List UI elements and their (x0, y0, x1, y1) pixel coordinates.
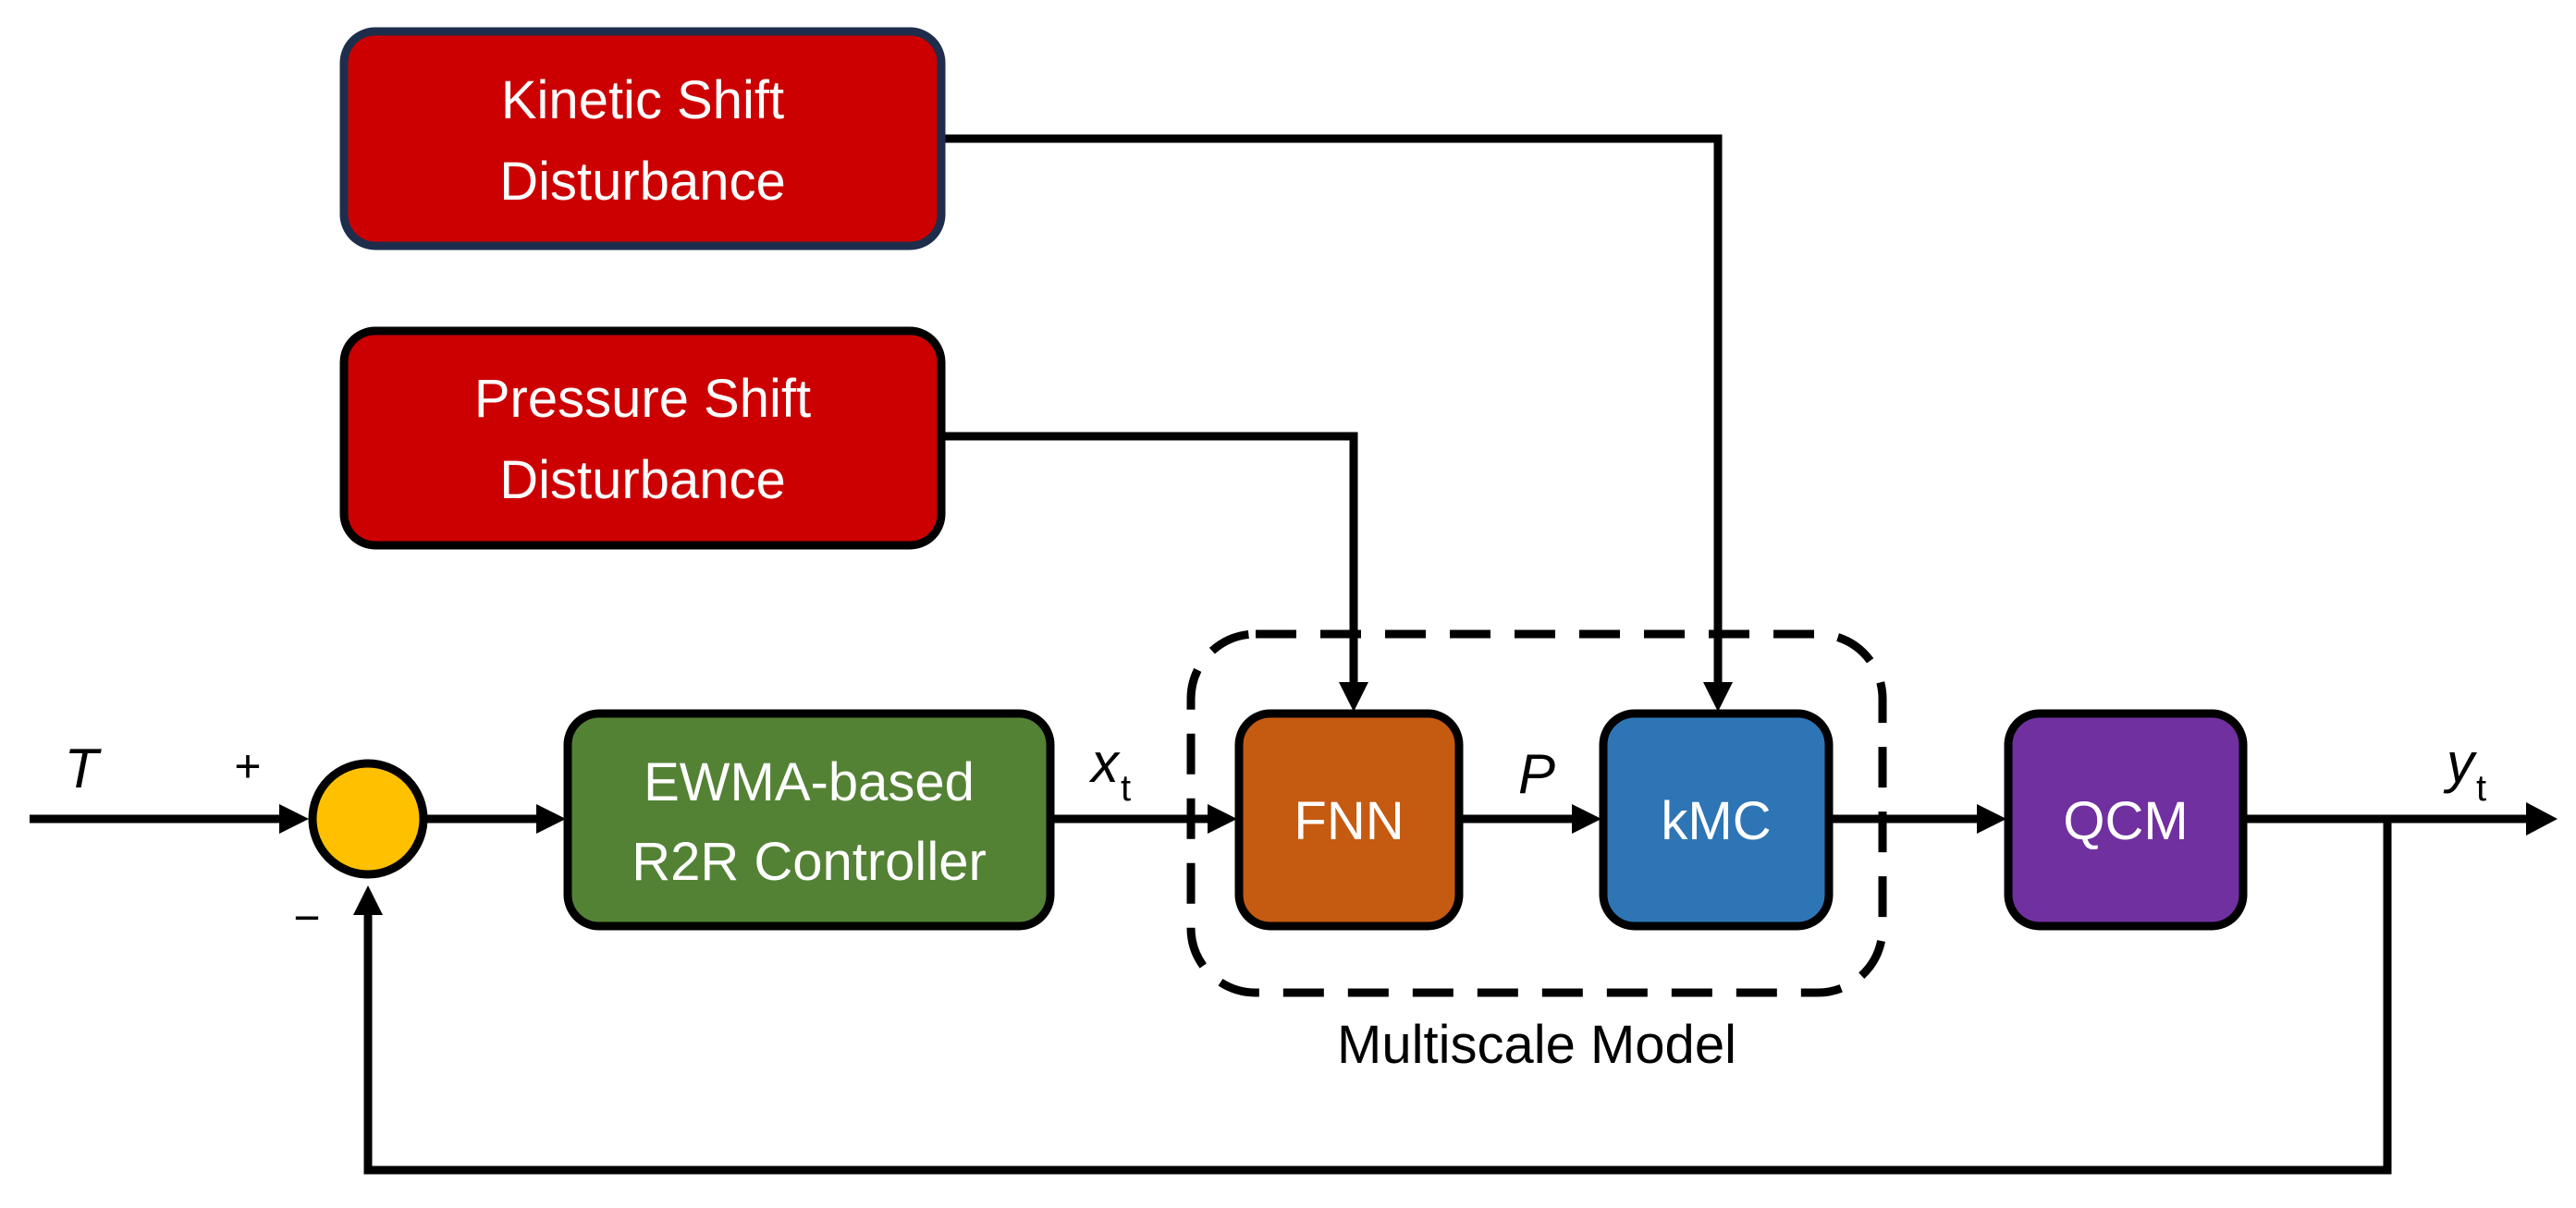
minus-sign: − (293, 892, 320, 944)
fnn-block (1234, 709, 1464, 931)
pressure-arrowhead (1572, 804, 1601, 834)
kinetic-disturbance-line2: Disturbance (499, 152, 785, 212)
setpoint-label: T (65, 738, 103, 799)
multiscale-model-group (1186, 629, 1887, 997)
yt-arrowhead (2526, 802, 2558, 836)
error-arrowhead (536, 804, 566, 834)
setpoint-arrowhead (279, 804, 309, 834)
pressure-label: P (1518, 743, 1555, 805)
qcm-label: QCM (2063, 791, 2188, 851)
pressure-disturbance-line2: Disturbance (499, 450, 785, 510)
feedback-arrowhead (353, 885, 383, 915)
controller-line2: R2R Controller (632, 832, 987, 892)
plus-sign: + (234, 740, 261, 792)
kinetic-disturbance-line1: Kinetic Shift (501, 70, 784, 130)
summing-junction (308, 759, 428, 879)
xt-subscript: t (1121, 768, 1131, 809)
pressure-disturbance-line (941, 432, 1358, 689)
kinetic-disturbance-arrowhead (1703, 682, 1733, 712)
kmc-block (1599, 709, 1834, 931)
fnn-label: FNN (1294, 791, 1404, 851)
pressure-disturbance-block (339, 326, 946, 550)
yt-subscript: t (2476, 768, 2486, 809)
feedback-line (363, 819, 2392, 1175)
controller-line1: EWMA-based (644, 752, 975, 812)
kinetic-disturbance-block (339, 27, 946, 250)
kinetic-disturbance-line (941, 134, 1723, 689)
multiscale-model-label: Multiscale Model (1337, 1015, 1736, 1075)
xt-symbol: x (1088, 732, 1121, 794)
yt-symbol: y (2443, 732, 2478, 794)
controller-block (563, 709, 1055, 931)
pressure-disturbance-arrowhead (1339, 682, 1368, 712)
kmc-output-arrowhead (1977, 804, 2006, 834)
xt-arrowhead (1208, 804, 1237, 834)
qcm-block (2004, 709, 2248, 931)
kmc-label: kMC (1661, 791, 1771, 851)
pressure-disturbance-line1: Pressure Shift (474, 369, 811, 429)
